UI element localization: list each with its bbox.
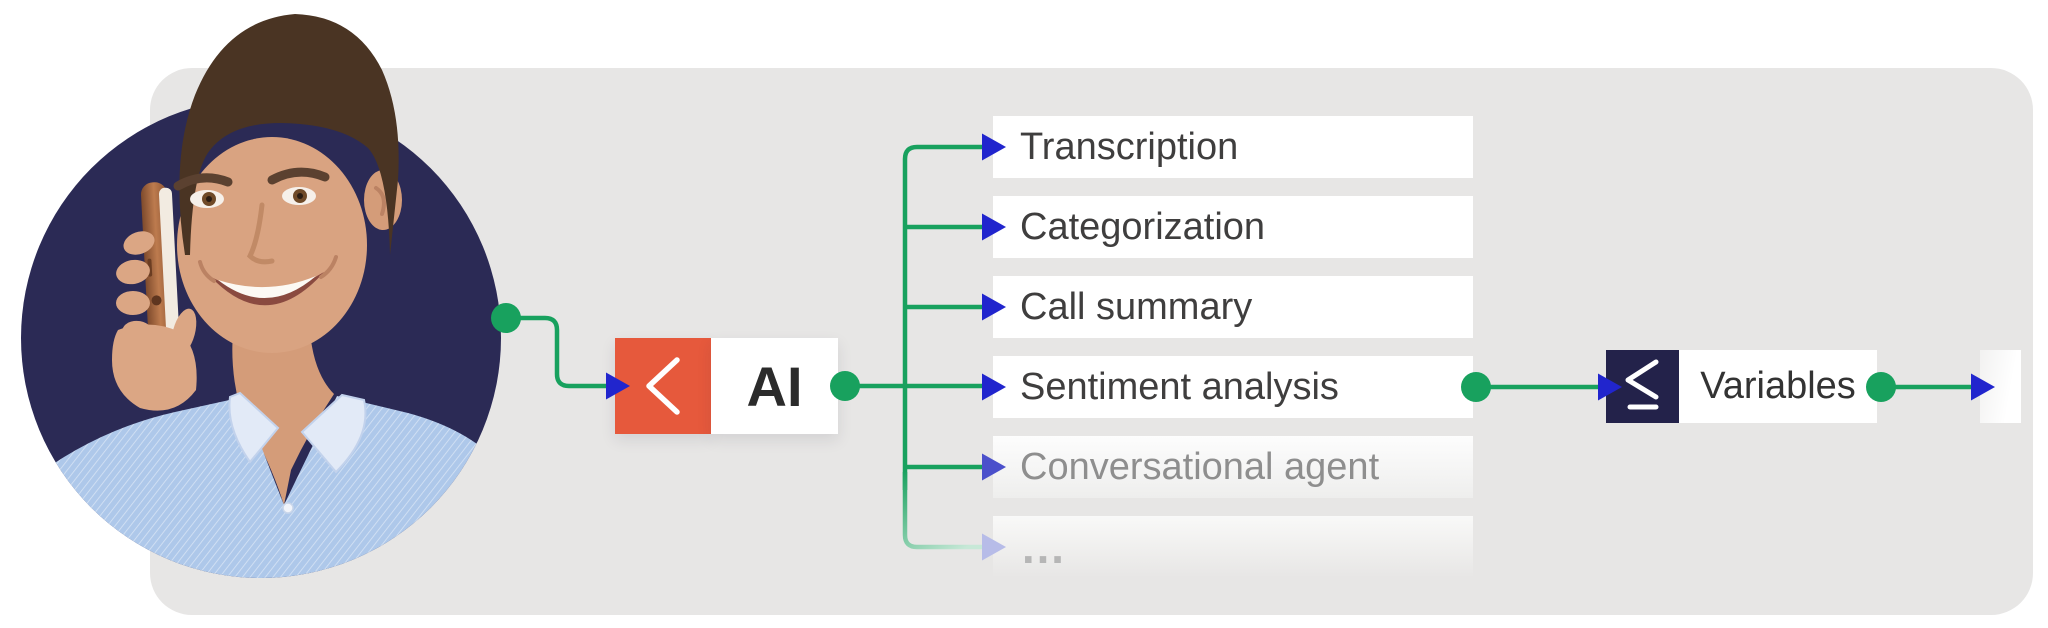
face (177, 137, 367, 353)
ai-node-label: AI (746, 354, 803, 418)
next-step-placeholder (1980, 350, 2021, 423)
output-label: Conversational agent (1020, 445, 1380, 488)
output-label: Call summary (1020, 285, 1253, 328)
caller-photo (21, 14, 501, 578)
output-box-categorization: Categorization (993, 196, 1473, 258)
output-box-more: … (993, 516, 1473, 578)
ai-node-icon (615, 338, 711, 434)
output-box-call-summary: Call summary (993, 276, 1473, 338)
hand (112, 231, 197, 411)
ai-node: AI (711, 338, 838, 434)
less-equal-icon (1625, 359, 1659, 410)
variables-node-icon (1606, 350, 1679, 423)
output-box-sentiment-analysis: Sentiment analysis (993, 356, 1473, 418)
output-label: Transcription (1020, 125, 1239, 168)
variables-node-label: Variables (1700, 365, 1856, 407)
output-box-conversational-agent: Conversational agent (993, 436, 1473, 498)
hair (179, 14, 399, 255)
output-box-transcription: Transcription (993, 116, 1473, 178)
output-label: Categorization (1020, 205, 1266, 248)
output-label: Sentiment analysis (1020, 365, 1339, 408)
variables-node: Variables (1679, 350, 1877, 423)
chevron-left-icon (646, 357, 680, 415)
